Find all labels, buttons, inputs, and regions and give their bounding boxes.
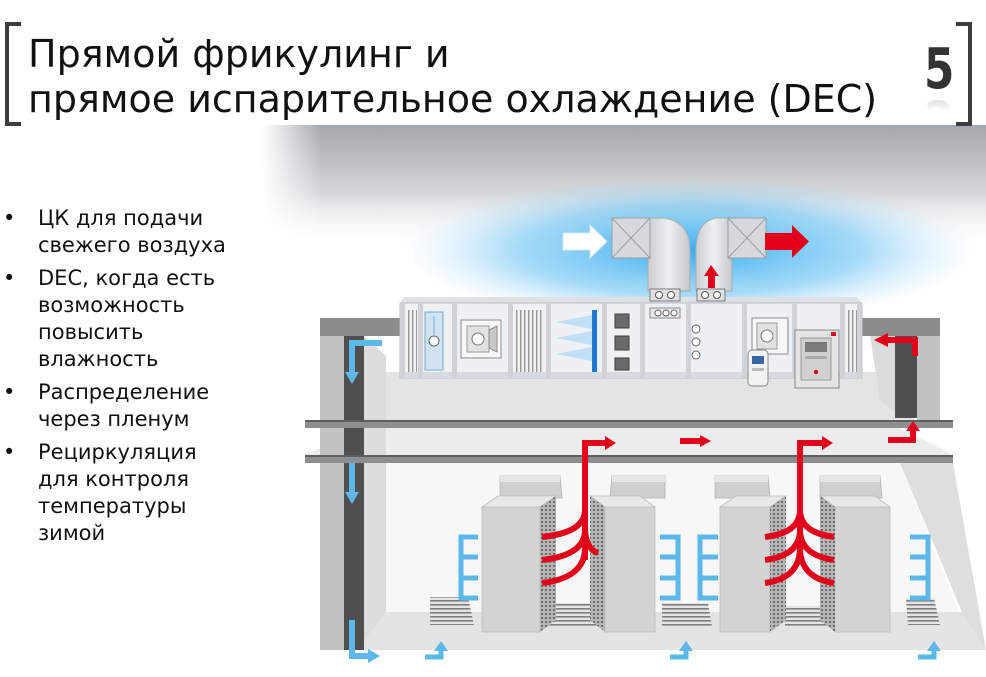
slide-title: Прямой фрикулинг и прямое испарительное … (28, 32, 877, 122)
rack-perforated-door (540, 496, 556, 632)
bullet-dot: • (3, 266, 16, 290)
ahu-return-fan-icon (751, 317, 789, 355)
plenum-supply-arrow (680, 435, 711, 447)
supply-air-cold-aisle-1 (541, 440, 606, 586)
bullet-line: Рециркуляция (38, 440, 197, 464)
ahu-damper-icon (424, 311, 444, 371)
floor-slab-lower (305, 455, 953, 463)
title-bracket-left (5, 22, 21, 126)
slide-number: 5 (924, 37, 955, 102)
recirculation-up-arrow (704, 265, 719, 288)
ahu-sensor-icons (691, 324, 701, 360)
bullet-list: • ЦК для подачи свежего воздуха • DEC, к… (0, 205, 255, 553)
server-rack-row-2 (588, 475, 666, 633)
bullet-dot: • (3, 380, 16, 404)
bullet-line: влажность (38, 347, 159, 371)
server-room-right-wall (900, 463, 986, 650)
air-handling-unit (399, 297, 863, 379)
bullet-line: через пленум (38, 407, 190, 431)
ahu-top-dampers (649, 288, 726, 302)
bullet-item-plenum: • Распределение через пленум (0, 379, 255, 433)
floor-grille (430, 597, 474, 625)
floor-grille (906, 598, 940, 625)
exhaust-air-up-arrow (888, 421, 920, 443)
title-bracket-right (956, 22, 972, 126)
supply-air-arrow-head (605, 436, 616, 450)
ahu-intake-filter-icon (406, 310, 417, 372)
dec-media-icon (592, 310, 597, 372)
ahu-coil-icon (614, 313, 630, 371)
ahu-mixing-box-icon (649, 307, 681, 319)
bullet-item-dec: • DEC, когда есть возможность повысить в… (0, 265, 255, 373)
supply-air-cold-aisle-2 (764, 440, 835, 586)
exhaust-air-arrow (765, 225, 809, 258)
bullet-line: для контроля (38, 467, 189, 491)
bullet-line: повысить (38, 320, 144, 344)
slide-title-line-1: Прямой фрикулинг и (28, 32, 450, 76)
floor-grille (662, 603, 712, 626)
rack-perforated-door (820, 496, 835, 632)
humidifier-icon (747, 349, 769, 387)
supply-air-arrow-head (822, 436, 833, 450)
bullet-line: температуры (38, 494, 187, 518)
bullet-line: Распределение (38, 380, 210, 404)
ceiling-plenum (305, 428, 953, 455)
server-rack-row-4 (818, 475, 892, 633)
right-exhaust-shaft (862, 318, 940, 420)
plenum-top-plane (355, 372, 915, 420)
server-rack-row-1 (480, 475, 563, 633)
floor-return-arrows (425, 641, 941, 660)
slide-title-line-2: прямое испарительное охлаждение (DEC) (28, 77, 878, 121)
exhaust-air-return-arrow (874, 333, 918, 356)
return-air-shaft-arrows (349, 340, 382, 659)
fresh-air-duct (611, 217, 691, 292)
bullet-item-recirculation: • Рециркуляция для контроля температуры … (0, 439, 255, 547)
dec-spray-nozzles-icon (556, 315, 592, 361)
ahu-supply-fan-icon (460, 319, 502, 359)
bullet-dot: • (3, 206, 16, 230)
return-air-shaft-arrow-heads (345, 372, 380, 663)
ahu-bag-filter-icon (514, 310, 543, 372)
rack-perforated-door (590, 496, 605, 632)
exhaust-air-duct (695, 217, 767, 292)
fresh-air-arrow (562, 223, 608, 260)
server-rack-row-3 (714, 475, 788, 633)
floor-slab-upper (305, 420, 953, 428)
bullet-line: свежего воздуха (38, 233, 226, 257)
bullet-dot: • (3, 440, 16, 464)
bullet-item-fresh-air: • ЦК для подачи свежего воздуха (0, 205, 255, 259)
hot-aisle-return-combs (458, 534, 931, 601)
bullet-line: возможность (38, 293, 185, 317)
ahu-outlet-filter-icon (846, 310, 857, 372)
rack-perforated-door (770, 496, 786, 632)
bullet-line: DEC, когда есть (38, 266, 216, 290)
bullet-line: ЦК для подачи (38, 206, 204, 230)
bullet-line: зимой (38, 521, 106, 545)
control-cabinet-icon (794, 329, 840, 389)
